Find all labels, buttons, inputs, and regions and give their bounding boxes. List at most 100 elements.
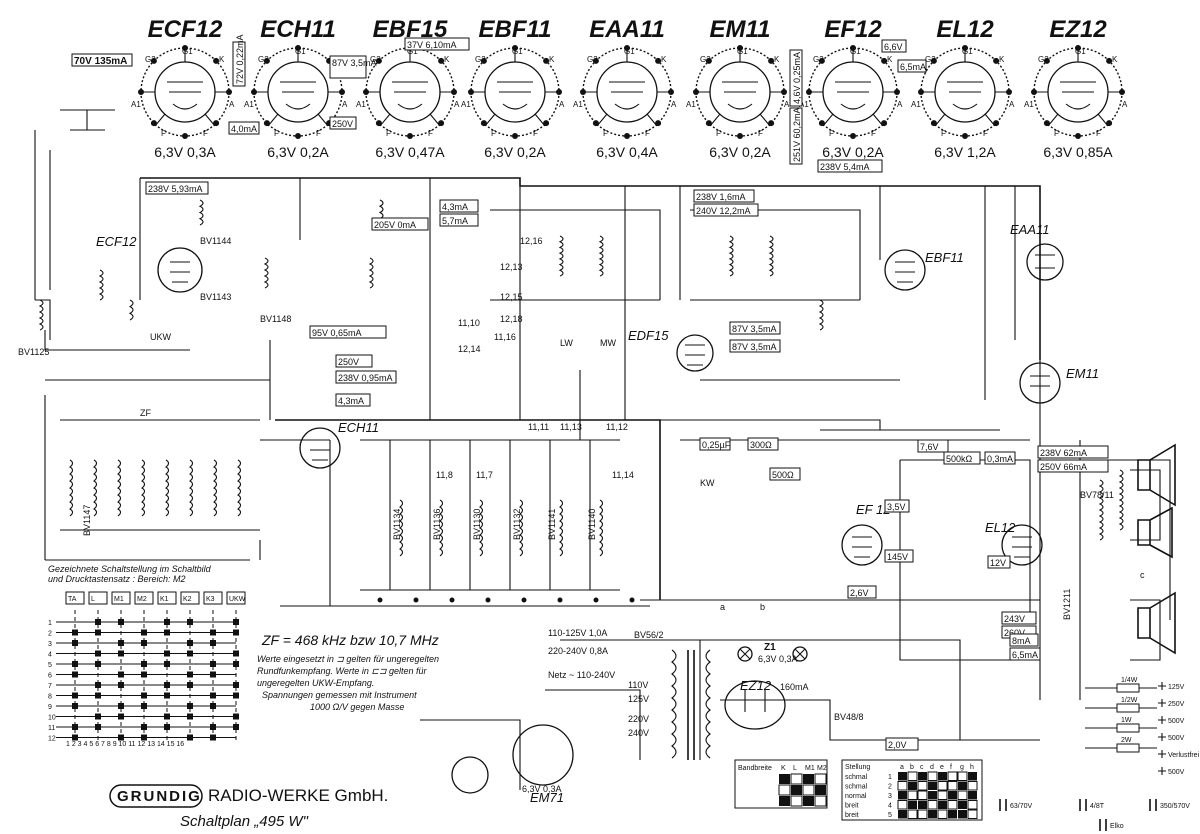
position-header: g — [960, 764, 964, 771]
voltage-box: 145V — [884, 549, 914, 563]
coil-label: BV1141 — [547, 509, 557, 540]
rail-tap-label: 12,18 — [500, 314, 523, 324]
svg-text:6,5mA: 6,5mA — [1012, 650, 1038, 660]
pilot-lamp-icon — [792, 646, 808, 662]
rail-tap-label: 11,10 — [458, 318, 480, 328]
brand-logo: GRUNDIG — [117, 788, 202, 805]
legend-header: K2 — [183, 596, 192, 603]
coil-label: BV1134 — [392, 509, 402, 540]
rail-tap-label: 11,13 — [560, 422, 582, 432]
tube-heater-spec: 6,3V 1,2A — [934, 144, 996, 160]
legend-header: M2 — [137, 596, 147, 603]
svg-text:F: F — [274, 129, 279, 138]
svg-text:A1: A1 — [356, 100, 366, 109]
note-line: Rundfunkempfang. Werte in ⊏⊐ gelten für — [257, 666, 428, 676]
coil-label: BV1148 — [260, 314, 291, 324]
tube-name: EBF11 — [479, 16, 552, 43]
voltage-box: 2,6V — [847, 585, 877, 599]
coil-winding — [818, 299, 824, 331]
position-row-name: schmal — [845, 784, 868, 791]
coil-winding — [728, 235, 734, 277]
svg-text:7,6V: 7,6V — [920, 442, 939, 452]
coil-winding — [38, 299, 44, 331]
svg-text:205V 0mA: 205V 0mA — [374, 220, 416, 230]
note-line: Spannungen gemessen mit Instrument — [262, 690, 417, 700]
coil-winding — [558, 235, 564, 277]
stage-label-ecf12: ECF12 — [96, 234, 137, 249]
switch-letter: b — [760, 602, 765, 612]
voltage-box: 2,0V — [885, 737, 919, 751]
mains-input: Netz ~ 110-240V — [548, 670, 615, 680]
coil-label: BV48/8 — [834, 712, 864, 722]
switch-letter: KW — [700, 478, 715, 488]
voltage-box: 87V 3,5mA — [729, 321, 781, 335]
legend-row-number: 12 — [48, 736, 56, 743]
stage-labels: ECF12 ECH11 EDF15 EBF11 EAA11 EM11 EF 12… — [96, 222, 1099, 805]
legend-row-number: 5 — [48, 662, 52, 669]
tube-ecf12-symbol — [157, 247, 203, 293]
tube-el12-symbol — [1001, 524, 1043, 566]
voltage-box: 8mA — [1009, 633, 1039, 647]
svg-text:5,7mA: 5,7mA — [442, 216, 468, 226]
svg-text:F: F — [1054, 129, 1059, 138]
bandwidth-title: Bandbreite — [738, 765, 772, 772]
legend-row-number: 10 — [48, 715, 56, 722]
voltage-label: 4,6V 0,25mA — [792, 52, 802, 104]
tube-heater-spec: 6,3V 0,2A — [267, 144, 329, 160]
tube-heater-spec: 6,3V 0,2A — [822, 144, 884, 160]
voltage-label: 238V 5,4mA — [820, 162, 870, 172]
svg-text:F: F — [983, 129, 988, 138]
position-header: b — [910, 764, 914, 771]
svg-text:250V: 250V — [338, 357, 359, 367]
rail-tap-label: 11,7 — [476, 470, 493, 480]
switch-letter: UKW — [150, 332, 172, 342]
voltage-box: 7,6V — [917, 439, 949, 453]
svg-text:G1: G1 — [624, 47, 635, 56]
rail-tap-label: 12,13 — [500, 262, 523, 272]
rail-tap-label: 12,14 — [458, 344, 481, 354]
voltage-label: 70V 135mA — [74, 56, 127, 67]
tube-ech11: ECH11G1G2KA1AFF6,3V 0,2A — [244, 16, 348, 160]
coil-winding — [263, 257, 269, 289]
svg-text:F: F — [871, 129, 876, 138]
voltage-box: 12V — [987, 555, 1011, 569]
tube-edf15-symbol — [676, 334, 714, 372]
band-coil — [213, 459, 218, 517]
svg-text:F: F — [428, 129, 433, 138]
band-coil — [141, 459, 146, 517]
band-coil — [117, 459, 122, 517]
coil-label: BV1140 — [587, 509, 597, 540]
rail-tap-label: 12,15 — [500, 292, 523, 302]
coil-label: BV1144 — [200, 236, 231, 246]
svg-text:95V 0,65mA: 95V 0,65mA — [312, 328, 362, 338]
capacitor-key-label: Elko — [1110, 823, 1124, 830]
schematic-tubes — [157, 243, 1064, 794]
voltage-box: 240V 12,2mA — [693, 203, 759, 217]
voltage-box: 243V — [1001, 611, 1037, 625]
svg-text:145V: 145V — [887, 552, 908, 562]
bandwidth-header: K — [781, 765, 786, 772]
speaker-icon — [1137, 591, 1176, 655]
position-row-number: 1 — [888, 774, 892, 781]
rail-tap-label: 11,16 — [494, 332, 516, 342]
svg-text:K: K — [444, 55, 450, 64]
svg-text:F: F — [603, 129, 608, 138]
svg-text:G1: G1 — [407, 47, 418, 56]
position-row-number: 3 — [888, 793, 892, 800]
tube-em11-symbol — [1019, 362, 1061, 404]
bandwidth-header: L — [793, 765, 797, 772]
svg-text:0,25µF: 0,25µF — [702, 440, 731, 450]
voltage-box: 0,25µF — [699, 437, 731, 451]
voltage-box: 6,5mA — [1009, 647, 1041, 661]
svg-text:A: A — [897, 100, 903, 109]
band-coil — [237, 459, 242, 517]
coil-label: BV1125 — [18, 347, 49, 357]
rail-tap-label: 11,8 — [436, 470, 453, 480]
svg-text:F: F — [203, 129, 208, 138]
tube-heater-spec: 6,3V 0,2A — [709, 144, 771, 160]
